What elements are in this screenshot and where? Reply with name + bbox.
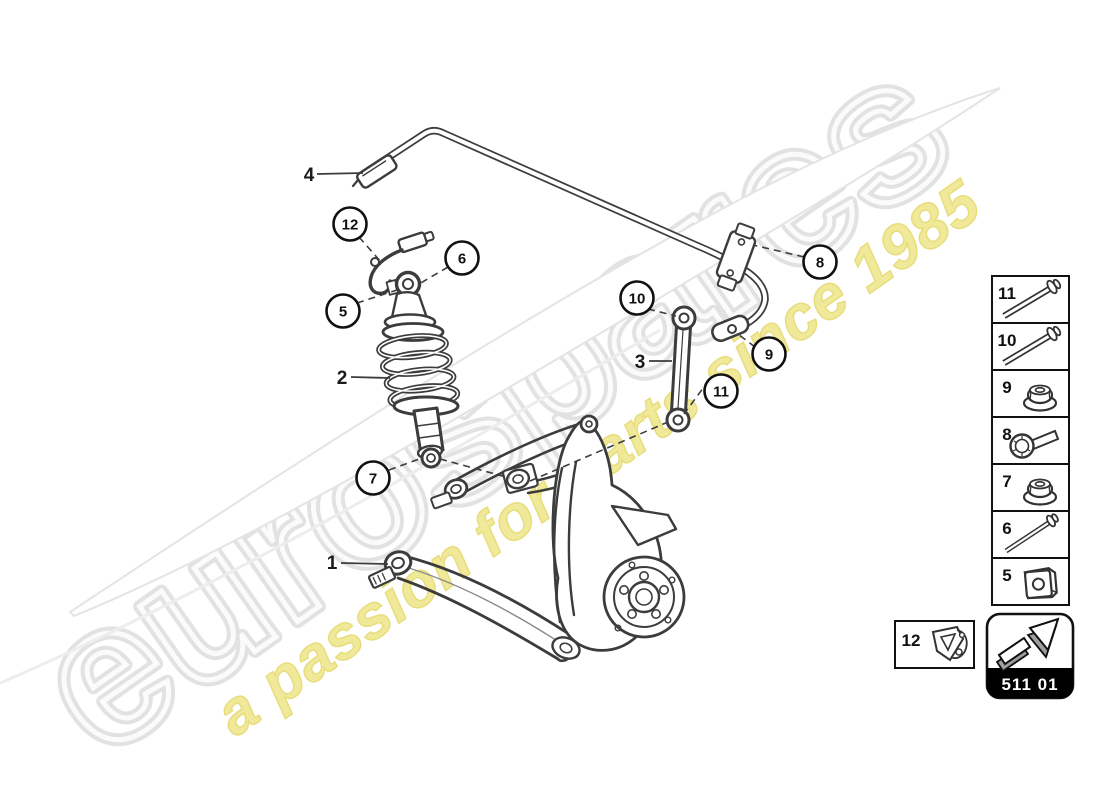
dash-7a bbox=[388, 457, 423, 471]
fastener-legend: 11 10 9 bbox=[991, 275, 1070, 606]
suspension-drawing bbox=[351, 127, 769, 663]
legend-row-5[interactable]: 5 bbox=[991, 557, 1070, 606]
lower-control-arm bbox=[367, 550, 577, 663]
rear-axle-assembly bbox=[367, 414, 686, 663]
section-code-box[interactable]: 511 01 bbox=[985, 612, 1075, 700]
legend-row-6[interactable]: 6 bbox=[991, 510, 1070, 559]
dash-8 bbox=[752, 244, 805, 258]
clip-part-box[interactable]: 12 bbox=[894, 620, 975, 669]
drop-link bbox=[665, 305, 697, 433]
callout-5[interactable]: 5 bbox=[325, 293, 361, 329]
leader-part-1 bbox=[340, 562, 389, 565]
legend-row-11[interactable]: 11 bbox=[991, 275, 1070, 324]
part-label-3[interactable]: 3 bbox=[635, 352, 646, 373]
leader-part-4 bbox=[316, 172, 364, 175]
section-code-band bbox=[987, 668, 1073, 698]
callout-8[interactable]: 8 bbox=[802, 244, 838, 280]
callout-11-label: 11 bbox=[713, 384, 729, 401]
legend-row-10[interactable]: 10 bbox=[991, 322, 1070, 371]
callout-11[interactable]: 11 bbox=[703, 373, 739, 409]
flange-nut-icon bbox=[1022, 384, 1058, 412]
callout-10[interactable]: 10 bbox=[619, 280, 655, 316]
watermark: eurospares eurospares a passion for part… bbox=[0, 6, 1001, 800]
legend-row-7[interactable]: 7 bbox=[991, 463, 1070, 512]
legend-row-8-num: 8 bbox=[1002, 425, 1011, 444]
callout-10-label: 10 bbox=[629, 291, 646, 308]
legend-row-5-num: 5 bbox=[1002, 566, 1011, 585]
hex-bolt-long-icon bbox=[1002, 325, 1062, 366]
callout-6[interactable]: 6 bbox=[444, 240, 480, 276]
callout-6-label: 6 bbox=[458, 251, 466, 268]
legend-row-10-num: 10 bbox=[998, 331, 1017, 350]
bolt-washer-icon bbox=[1009, 429, 1060, 459]
nav-arrow-icon bbox=[995, 617, 1060, 673]
part-label-2[interactable]: 2 bbox=[337, 368, 348, 389]
callout-12-label: 12 bbox=[342, 217, 359, 234]
dash-10 bbox=[647, 308, 677, 317]
leader-part-2 bbox=[350, 376, 391, 379]
watermark-swoosh-tail bbox=[0, 328, 661, 685]
shock-absorber bbox=[368, 230, 461, 469]
square-nut-icon bbox=[1023, 567, 1058, 600]
callout-7-label: 7 bbox=[369, 471, 377, 488]
anti-roll-bar bbox=[351, 127, 769, 343]
watermark-brand-inner: eurospares bbox=[0, 13, 985, 795]
bar-clamp-bracket bbox=[715, 222, 757, 292]
flange-nut-icon bbox=[1022, 478, 1058, 506]
callout-5-label: 5 bbox=[339, 304, 347, 321]
callout-7[interactable]: 7 bbox=[355, 460, 391, 496]
part-label-1[interactable]: 1 bbox=[327, 553, 338, 574]
wheel-hub-carrier bbox=[551, 414, 686, 660]
part-label-4[interactable]: 4 bbox=[304, 165, 315, 186]
legend-row-11-num: 11 bbox=[998, 284, 1016, 303]
dash-7c bbox=[529, 421, 669, 482]
legend-row-9-num: 9 bbox=[1002, 378, 1011, 397]
callout-8-label: 8 bbox=[816, 255, 824, 272]
legend-row-6-num: 6 bbox=[1002, 519, 1011, 538]
section-code-label: 511 01 bbox=[1001, 675, 1058, 694]
clip-part-num: 12 bbox=[902, 631, 921, 650]
callout-12[interactable]: 12 bbox=[332, 206, 368, 242]
cable-clip-icon bbox=[931, 625, 968, 662]
legend-row-9[interactable]: 9 bbox=[991, 369, 1070, 418]
callout-9-label: 9 bbox=[765, 347, 773, 364]
upper-arms bbox=[430, 420, 604, 510]
dash-7b bbox=[439, 458, 511, 479]
legend-row-8[interactable]: 8 bbox=[991, 416, 1070, 465]
callout-layer: 4 2 3 1 12 6 5 bbox=[304, 165, 838, 574]
callout-9[interactable]: 9 bbox=[751, 336, 787, 372]
dash-12 bbox=[358, 236, 382, 263]
legend-row-7-num: 7 bbox=[1002, 472, 1011, 491]
hex-bolt-long-icon bbox=[1002, 278, 1062, 319]
dash-6 bbox=[418, 266, 449, 285]
dash-9 bbox=[737, 333, 756, 348]
hex-bolt-thin-icon bbox=[1004, 513, 1059, 554]
